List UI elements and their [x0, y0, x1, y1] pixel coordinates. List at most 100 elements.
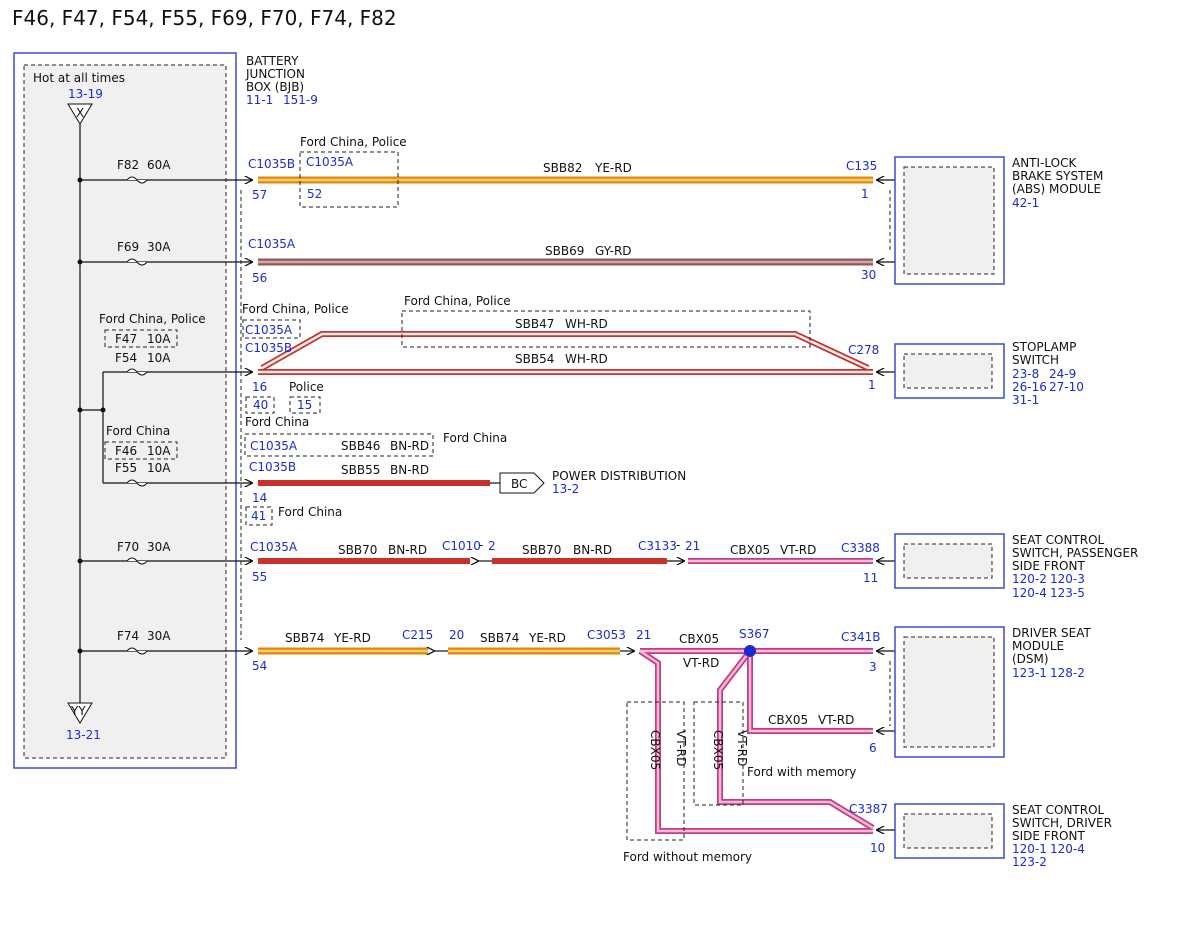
svg-text:15: 15 [297, 398, 312, 412]
svg-text:C3388: C3388 [841, 541, 880, 555]
svg-text:YE-RD: YE-RD [528, 631, 566, 645]
svg-text:F70: F70 [117, 540, 139, 554]
hot-ref: 13-19 [68, 87, 103, 101]
svg-text:1: 1 [861, 187, 869, 201]
svg-text:F55: F55 [115, 461, 137, 475]
svg-text:C1035B: C1035B [245, 341, 292, 355]
svg-text:30A: 30A [147, 540, 171, 554]
fuse-icon [126, 647, 148, 655]
svg-text:10A: 10A [147, 332, 171, 346]
fuse-f70: F70 30A [80, 540, 252, 564]
svg-text:Ford China: Ford China [278, 505, 342, 519]
svg-text:F54: F54 [115, 351, 137, 365]
svg-text:10A: 10A [147, 351, 171, 365]
svg-text:Ford China, Police: Ford China, Police [242, 302, 349, 316]
svg-text:BN-RD: BN-RD [573, 543, 612, 557]
svg-text:SWITCH: SWITCH [1012, 353, 1059, 367]
svg-text:31-1: 31-1 [1012, 393, 1039, 407]
svg-text:2: 2 [488, 539, 496, 553]
circuit-sbb74: 54 SBB74 YE-RD C215 20 SBB74 YE-RD C3053… [252, 628, 651, 673]
bjb-label-3: BOX (BJB) [246, 80, 304, 94]
svg-text:11: 11 [863, 571, 878, 585]
svg-text:Police: Police [289, 380, 324, 394]
svg-text:VT-RD: VT-RD [780, 543, 816, 557]
svg-text:F82: F82 [117, 158, 139, 172]
svg-text:SEAT CONTROL: SEAT CONTROL [1012, 803, 1105, 817]
fuse-icon [126, 557, 148, 565]
svg-text:26-16: 26-16 [1012, 380, 1047, 394]
svg-text:F74: F74 [117, 629, 139, 643]
module-seat-switch-driver: SEAT CONTROL SWITCH, DRIVER SIDE FRONT 1… [894, 803, 1112, 869]
circuit-cbx05: CBX05 VT-RD S367 C341B 3 CBX05 VT-RD 6 C… [623, 627, 888, 864]
svg-text:41: 41 [251, 509, 266, 523]
svg-text:BC: BC [511, 477, 527, 491]
svg-text:C1035A: C1035A [250, 439, 298, 453]
svg-text:54: 54 [252, 659, 267, 673]
page-title: F46, F47, F54, F55, F69, F70, F74, F82 [12, 6, 397, 30]
svg-text:30A: 30A [147, 240, 171, 254]
svg-text:16: 16 [252, 380, 267, 394]
fuse-icon [126, 368, 148, 376]
svg-text:120-2: 120-2 [1012, 572, 1047, 586]
circuit-sbb70: C1035A 55 SBB70 BN-RD C1010 - 2 SBB70 BN… [250, 538, 880, 585]
svg-text:POWER DISTRIBUTION: POWER DISTRIBUTION [552, 469, 686, 483]
svg-text:F46: F46 [115, 444, 137, 458]
svg-text:SWITCH, DRIVER: SWITCH, DRIVER [1012, 816, 1112, 830]
module-stoplamp-switch: STOPLAMP SWITCH 23-8 24-9 26-16 27-10 31… [894, 340, 1084, 407]
svg-text:120-3: 120-3 [1050, 572, 1085, 586]
svg-text:C1035A: C1035A [245, 323, 293, 337]
svg-text:VT-RD: VT-RD [735, 730, 749, 766]
svg-text:STOPLAMP: STOPLAMP [1012, 340, 1076, 354]
svg-text:55: 55 [252, 570, 267, 584]
svg-text:13-2: 13-2 [552, 482, 579, 496]
svg-text:20: 20 [449, 628, 464, 642]
svg-text:F69: F69 [117, 240, 139, 254]
circuit-sbb54: Ford China, Police C1035A C1035B Ford Ch… [242, 294, 879, 429]
bjb-ref-2: 151-9 [283, 93, 318, 107]
svg-text:Ford China: Ford China [443, 431, 507, 445]
svg-text:120-1: 120-1 [1012, 842, 1047, 856]
svg-text:SWITCH, PASSENGER: SWITCH, PASSENGER [1012, 546, 1138, 560]
svg-text:C3133: C3133 [638, 539, 677, 553]
svg-text:VT-RD: VT-RD [818, 713, 854, 727]
svg-text:YE-RD: YE-RD [333, 631, 371, 645]
svg-text:40: 40 [253, 398, 268, 412]
svg-text:C1035A: C1035A [248, 237, 296, 251]
svg-text:SBB69: SBB69 [545, 244, 584, 258]
svg-text:YE-RD: YE-RD [594, 161, 632, 175]
svg-text:1: 1 [868, 378, 876, 392]
svg-text:128-2: 128-2 [1050, 666, 1085, 680]
svg-text:C3053: C3053 [587, 628, 626, 642]
splice-icon [744, 645, 756, 657]
svg-text:SIDE FRONT: SIDE FRONT [1012, 559, 1085, 573]
svg-text:SBB82: SBB82 [543, 161, 582, 175]
svg-text:C215: C215 [402, 628, 433, 642]
svg-text:C1035A: C1035A [306, 155, 354, 169]
fuse-f74: F74 30A [80, 629, 252, 654]
svg-text:SBB46: SBB46 [341, 439, 380, 453]
circuit-sbb82: C1035B 57 Ford China, Police C1035A 52 S… [248, 135, 877, 208]
svg-text:C1035A: C1035A [250, 540, 298, 554]
bc-connector-icon [499, 472, 545, 494]
svg-text:BN-RD: BN-RD [388, 543, 427, 557]
svg-text:C278: C278 [848, 343, 879, 357]
fuse-icon [126, 176, 148, 184]
svg-text:10: 10 [870, 841, 885, 855]
svg-text:SBB47: SBB47 [515, 317, 554, 331]
svg-text:-: - [479, 538, 483, 552]
svg-text:14: 14 [252, 491, 267, 505]
svg-text:VT-RD: VT-RD [683, 656, 719, 670]
svg-text:42-1: 42-1 [1012, 196, 1039, 210]
top-connector-label: X [76, 106, 84, 120]
svg-text:27-10: 27-10 [1049, 380, 1084, 394]
svg-text:30A: 30A [147, 629, 171, 643]
fuse-icon [126, 479, 148, 487]
svg-text:21: 21 [685, 539, 700, 553]
svg-text:CBX05: CBX05 [768, 713, 808, 727]
module-seat-switch-passenger: SEAT CONTROL SWITCH, PASSENGER SIDE FRON… [894, 533, 1138, 600]
circuit-sbb69: C1035A 56 SBB69 GY-RD 30 [248, 237, 876, 285]
module-driver-seat: DRIVER SEAT MODULE (DSM) 123-1 128-2 [894, 626, 1092, 758]
svg-text:(DSM): (DSM) [1012, 652, 1049, 666]
